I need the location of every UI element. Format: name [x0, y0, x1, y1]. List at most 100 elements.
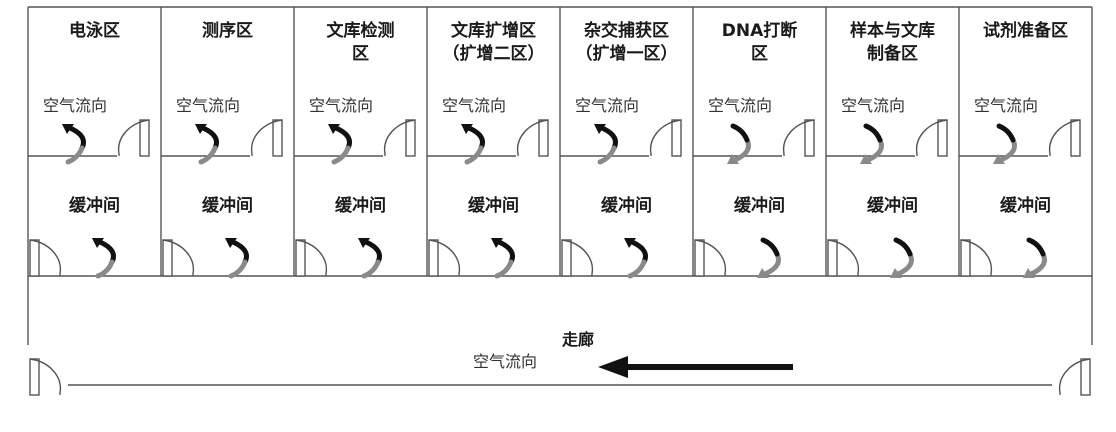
room-name: 试剂准备区	[983, 21, 1068, 41]
arrow-head	[92, 238, 104, 248]
arrow-head	[860, 154, 872, 164]
door-leaf	[937, 119, 948, 157]
corridor-left-door	[29, 358, 62, 396]
arrow-head	[225, 238, 237, 248]
buffer-airflow-arrow	[624, 238, 648, 279]
arrow-body	[363, 239, 382, 265]
arrow-tail	[730, 123, 750, 143]
door-swing-arc	[250, 119, 283, 156]
arrow-head	[328, 124, 340, 134]
arrow-body	[97, 239, 116, 265]
arrow-tail	[863, 123, 883, 143]
door-swing-arc	[694, 239, 727, 276]
arrow-tail	[361, 259, 381, 279]
door-swing-arc	[649, 119, 682, 156]
door-swing-arc	[561, 239, 594, 276]
arrow-body	[998, 137, 1017, 163]
room-name: 电泳区	[69, 21, 120, 41]
arrow-head	[993, 154, 1005, 164]
arrow-body	[732, 137, 751, 163]
buffer-room-label: 缓冲间	[468, 196, 519, 216]
arrow-head	[62, 124, 74, 134]
door-swing-arc	[162, 239, 195, 276]
arrow-head	[594, 124, 606, 134]
arrow-body	[865, 137, 884, 163]
door-swing-arc	[516, 119, 549, 156]
arrow-head	[598, 356, 628, 378]
room-airflow-arrow	[993, 123, 1017, 164]
buffer-door	[561, 239, 594, 277]
buffer-airflow-arrow	[358, 238, 382, 279]
door-swing-arc	[29, 358, 62, 395]
room-name: DNA打断 区	[721, 21, 798, 64]
arrow-head	[358, 238, 370, 248]
buffer-room-label: 缓冲间	[601, 196, 652, 216]
door-leaf	[428, 239, 439, 277]
buffer-airflow-arrow	[757, 237, 781, 278]
door-leaf	[405, 119, 416, 157]
arrow-body	[629, 239, 648, 265]
door-leaf	[827, 239, 838, 277]
buffer-door	[827, 239, 860, 277]
door-leaf	[29, 358, 40, 396]
arrow-tail	[996, 123, 1016, 143]
buffer-room-label: 缓冲间	[1000, 196, 1051, 216]
arrow-tail	[65, 145, 85, 165]
buffer-door	[428, 239, 461, 277]
buffer-room-label: 缓冲间	[734, 196, 785, 216]
room-airflow-label: 空气流向	[42, 96, 107, 115]
buffer-airflow-arrow	[1023, 237, 1047, 278]
room-airflow-arrow	[328, 124, 352, 165]
room-airflow-label: 空气流向	[574, 96, 639, 115]
buffer-airflow-arrow	[890, 237, 914, 278]
room-door	[1048, 119, 1081, 157]
arrow-tail	[597, 145, 617, 165]
arrow-tail	[198, 145, 218, 165]
arrow-head	[624, 238, 636, 248]
buffer-room-label: 缓冲间	[335, 196, 386, 216]
door-leaf	[139, 119, 150, 157]
arrow-body	[1028, 251, 1047, 277]
room-airflow-arrow	[461, 124, 485, 165]
door-leaf	[561, 239, 572, 277]
door-swing-arc	[960, 239, 993, 276]
room-door	[117, 119, 150, 157]
door-leaf	[538, 119, 549, 157]
arrow-body	[762, 251, 781, 277]
door-swing-arc	[117, 119, 150, 156]
arrow-body	[230, 239, 249, 265]
room-airflow-arrow	[195, 124, 219, 165]
door-swing-arc	[782, 119, 815, 156]
room-name: 文库检测 区	[326, 21, 395, 64]
door-leaf	[1080, 358, 1091, 396]
room-door	[383, 119, 416, 157]
buffer-door	[295, 239, 328, 277]
arrow-head	[195, 124, 207, 134]
door-leaf	[671, 119, 682, 157]
buffer-door	[29, 239, 62, 277]
room-airflow-arrow	[62, 124, 86, 165]
door-leaf	[960, 239, 971, 277]
door-leaf	[295, 239, 306, 277]
arrow-tail	[464, 145, 484, 165]
arrow-body	[200, 125, 219, 151]
door-swing-arc	[827, 239, 860, 276]
arrow-body	[599, 125, 618, 151]
arrow-body	[895, 251, 914, 277]
arrow-head	[491, 238, 503, 248]
door-leaf	[29, 239, 40, 277]
arrow-body	[466, 125, 485, 151]
door-leaf	[162, 239, 173, 277]
room-door	[250, 119, 283, 157]
room-name: 文库扩增区 （扩增二区）	[442, 21, 545, 64]
room-door	[915, 119, 948, 157]
arrow-tail	[494, 259, 514, 279]
corridor-title: 走廊	[561, 330, 594, 349]
room-door	[516, 119, 549, 157]
door-swing-arc	[428, 239, 461, 276]
door-swing-arc	[29, 239, 62, 276]
arrow-tail	[760, 237, 780, 257]
buffer-room-label: 缓冲间	[202, 196, 253, 216]
